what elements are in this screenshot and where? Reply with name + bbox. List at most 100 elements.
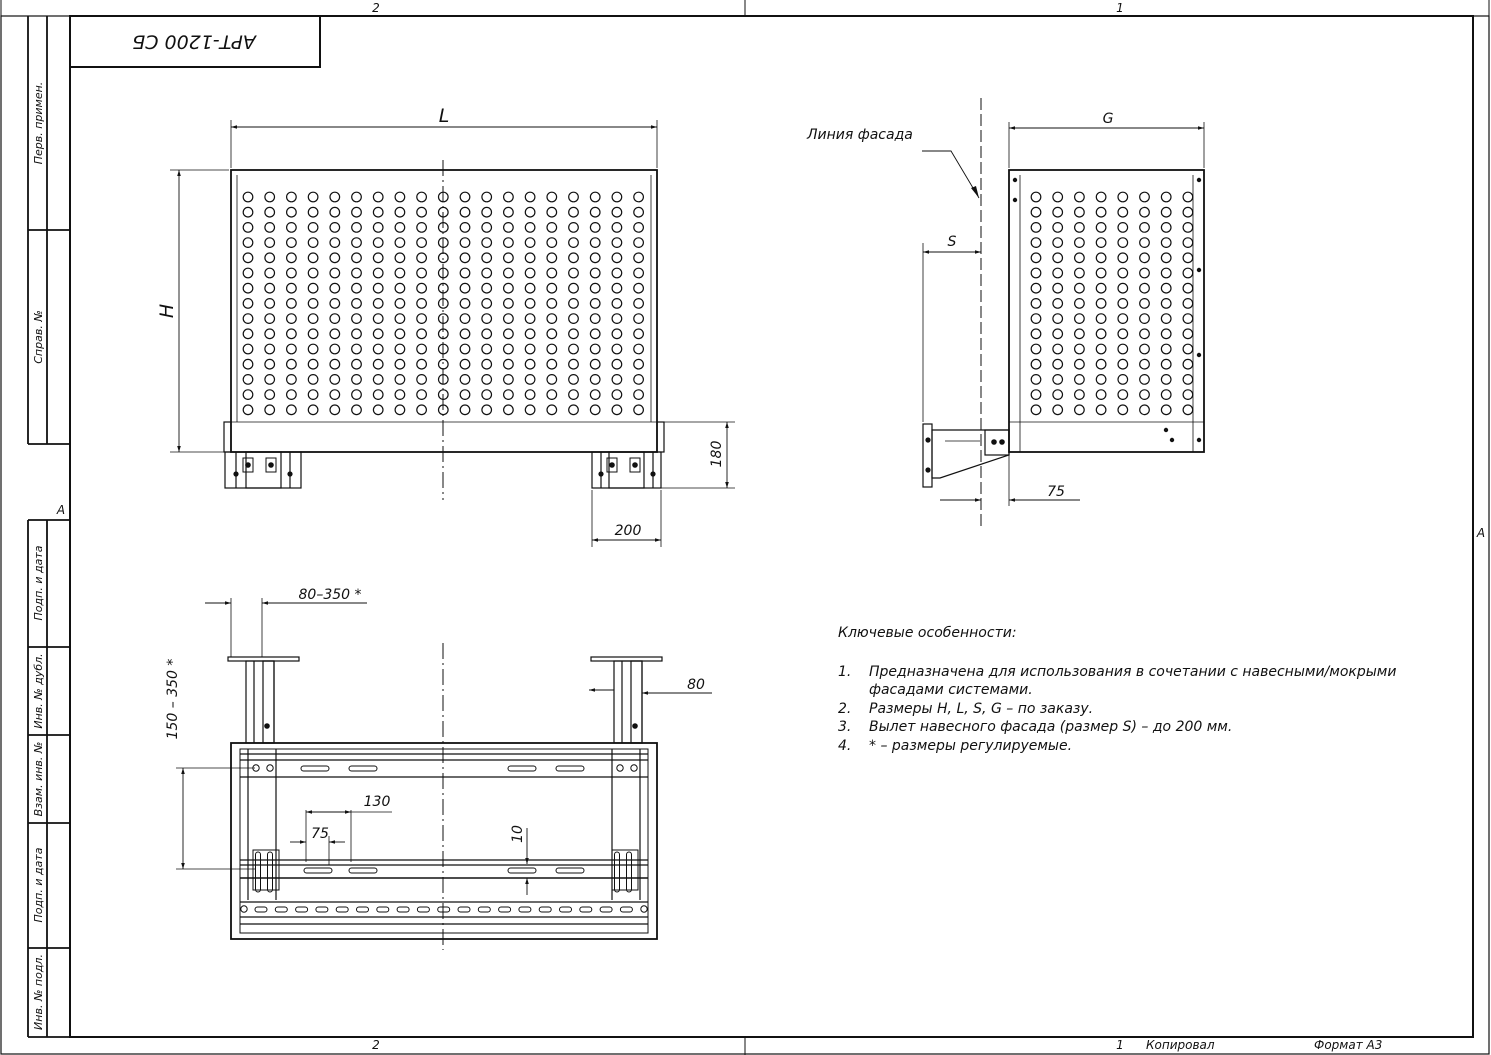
rail-slot bbox=[579, 906, 593, 913]
perforation-hole bbox=[1117, 206, 1129, 218]
perforation-hole bbox=[503, 282, 514, 294]
top-dim-75: 75 bbox=[311, 826, 329, 842]
perforation-hole bbox=[1139, 389, 1150, 401]
perforation-hole bbox=[1139, 206, 1150, 218]
perforation-hole bbox=[351, 221, 362, 233]
front-dim-h: H bbox=[156, 304, 178, 318]
perforation-hole bbox=[1182, 374, 1194, 385]
perforation-hole bbox=[437, 358, 449, 370]
perforation-hole bbox=[459, 298, 471, 309]
perforation-hole bbox=[1117, 374, 1129, 385]
rail-slot bbox=[300, 765, 330, 772]
perforation-hole bbox=[307, 191, 319, 203]
rail-slot bbox=[555, 765, 585, 772]
stamp-vzam-inv: Взам. инв. № bbox=[32, 742, 45, 817]
note-number: 1. bbox=[838, 663, 852, 680]
perforation-hole bbox=[633, 404, 644, 416]
perforation-hole bbox=[633, 374, 644, 385]
perforation-hole bbox=[611, 313, 623, 325]
perforation-hole bbox=[459, 237, 471, 249]
perforation-hole bbox=[1182, 267, 1194, 279]
bolt bbox=[266, 764, 274, 772]
perforation-hole bbox=[524, 343, 536, 355]
perforation-hole bbox=[1073, 298, 1085, 309]
perforation-hole bbox=[524, 221, 536, 233]
perforation-hole bbox=[524, 328, 536, 340]
perforation-hole bbox=[1073, 343, 1085, 355]
note-number: 2. bbox=[838, 700, 852, 717]
perforation-hole bbox=[1095, 374, 1107, 385]
perforation-hole bbox=[503, 221, 514, 233]
rail-slot bbox=[254, 906, 268, 913]
perforation-hole bbox=[286, 404, 297, 416]
perforation-hole bbox=[1073, 389, 1085, 401]
perforation-hole bbox=[1073, 328, 1085, 340]
perforation-hole bbox=[416, 343, 428, 355]
perforation-hole bbox=[524, 374, 536, 385]
notes-title: Ключевые особенности: bbox=[838, 625, 1017, 641]
perforation-hole bbox=[611, 206, 623, 218]
perforation-hole bbox=[524, 404, 536, 416]
top-dim-80-350: 80–350 * bbox=[299, 587, 362, 603]
perforation-hole bbox=[1073, 358, 1085, 370]
perforation-hole bbox=[633, 267, 644, 279]
perforation-hole bbox=[459, 252, 471, 264]
perforation-hole bbox=[372, 221, 384, 233]
perforation-hole bbox=[524, 389, 536, 401]
zone-left-a: A bbox=[56, 503, 65, 517]
rail-slot bbox=[396, 906, 410, 913]
perforation-hole bbox=[242, 298, 254, 309]
perforation-hole bbox=[546, 404, 558, 416]
rail-slot bbox=[538, 906, 552, 913]
perforation-hole bbox=[307, 237, 319, 249]
perforation-hole bbox=[481, 313, 493, 325]
perforation-hole bbox=[481, 221, 493, 233]
perforation-hole bbox=[459, 328, 471, 340]
perforation-hole bbox=[1182, 404, 1194, 416]
perforation-hole bbox=[394, 358, 406, 370]
perforation-hole bbox=[546, 252, 558, 264]
perforation-hole bbox=[394, 267, 406, 279]
perforation-hole bbox=[503, 358, 514, 370]
perforation-hole bbox=[546, 237, 558, 249]
perforation-hole bbox=[1095, 389, 1107, 401]
perforation-hole bbox=[1095, 343, 1107, 355]
perforation-hole bbox=[481, 298, 493, 309]
perforation-hole bbox=[546, 282, 558, 294]
perforation-hole bbox=[546, 298, 558, 309]
perforation-hole bbox=[568, 221, 579, 233]
perforation-hole bbox=[1030, 298, 1042, 309]
perforation-hole bbox=[1073, 404, 1085, 416]
perforation-hole bbox=[1182, 221, 1194, 233]
perforation-hole bbox=[589, 191, 601, 203]
perforation-hole bbox=[524, 358, 536, 370]
perforation-hole bbox=[1095, 237, 1107, 249]
perforation-hole bbox=[1139, 221, 1150, 233]
rail-slot bbox=[619, 906, 633, 913]
perforation-hole bbox=[611, 252, 623, 264]
perforation-hole bbox=[307, 206, 319, 218]
perforation-hole bbox=[1052, 206, 1064, 218]
rail-slot bbox=[348, 867, 378, 874]
perforation-hole bbox=[568, 298, 579, 309]
perforation-hole bbox=[264, 298, 276, 309]
perforation-hole bbox=[286, 328, 297, 340]
perforation-hole bbox=[481, 343, 493, 355]
perforation-hole bbox=[1095, 298, 1107, 309]
perforation-hole bbox=[1052, 221, 1064, 233]
rail-slot bbox=[559, 906, 572, 913]
perforation-hole bbox=[1052, 404, 1064, 416]
bolt bbox=[640, 905, 648, 913]
perforation-hole bbox=[286, 221, 297, 233]
perforation-hole bbox=[416, 404, 428, 416]
perforation-hole bbox=[1052, 282, 1064, 294]
perforation-hole bbox=[286, 374, 297, 385]
perforation-hole bbox=[1030, 191, 1042, 203]
stamp-sprav-no: Справ. № bbox=[32, 310, 45, 364]
perforation-hole bbox=[307, 298, 319, 309]
rail-slot bbox=[416, 906, 430, 913]
perforation-hole bbox=[329, 313, 341, 325]
side-view bbox=[922, 98, 1205, 528]
perforation-hole bbox=[459, 358, 471, 370]
perforation-hole bbox=[372, 328, 384, 340]
